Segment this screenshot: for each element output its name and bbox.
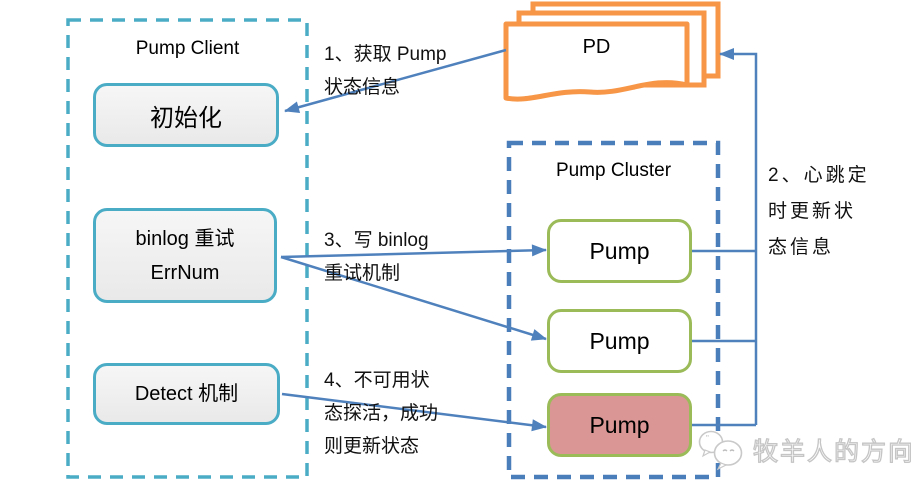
pump-cluster-title: Pump Cluster [555,160,672,181]
pd-document-stack [503,1,721,102]
watermark-text: 牧羊人的方向 [752,437,911,466]
annotation-4-line2: 态探活，成功 [324,403,439,424]
annotation-3-line1: 3、写 binlog [324,230,429,251]
pump-client-frame [66,18,309,479]
pump-node-3-unavailable: Pump [547,393,692,457]
annotation-2-line1: 2、心跳定 [768,165,870,186]
annotation-3-line2: 重试机制 [324,263,401,284]
heartbeat-connectors [692,48,758,427]
annotation-4-line1: 4、不可用状 [324,370,430,391]
init-node-label: 初始化 [150,104,222,132]
pd-label: PD [582,36,611,58]
arrow-heartbeat-to-pd [719,48,758,425]
wechat-bubbles-icon: " [698,430,743,471]
svg-text:": " [706,434,709,443]
binlog-retry-node: binlog 重试 ErrNum [93,208,277,303]
annotation-1-line2: 状态信息 [324,77,401,98]
annotation-1-line1: 1、获取 Pump [324,44,447,65]
annotation-2-heartbeat: 2、心跳定 时更新状 态信息 [768,158,870,266]
annotation-2-line2: 时更新状 [768,201,857,222]
binlog-retry-label-line2: ErrNum [150,261,220,284]
annotation-3-write-binlog: 3、写 binlog 重试机制 [324,224,429,290]
pd-document-front [503,21,690,102]
annotation-2-line3: 态信息 [768,237,835,258]
pump-cluster-frame [506,140,721,480]
binlog-retry-label-line1: binlog 重试 [135,227,235,250]
arrow-write-binlog-pump1 [280,244,547,259]
init-node: 初始化 [93,83,279,147]
pump-node-1: Pump [547,219,692,283]
pump-client-title: Pump Client [135,38,240,59]
pump-node-2-label: Pump [589,327,650,354]
detect-node-label: Detect 机制 [134,383,239,405]
annotation-1-get-pump-status: 1、获取 Pump 状态信息 [324,38,446,104]
pump-node-1-label: Pump [589,237,650,264]
pump-node-3-label: Pump [589,411,650,438]
pump-node-2: Pump [547,309,692,373]
detect-node: Detect 机制 [93,363,280,425]
arrow-write-binlog-pump2 [280,255,547,341]
annotation-4-line3: 则更新状态 [324,436,420,457]
annotation-4-probe-unavailable: 4、不可用状 态探活，成功 则更新状态 [324,364,438,463]
arrow-get-pump-status [284,48,507,114]
watermark: " 牧羊人的方向 [697,429,911,471]
arrow-detect-probe [281,392,547,432]
